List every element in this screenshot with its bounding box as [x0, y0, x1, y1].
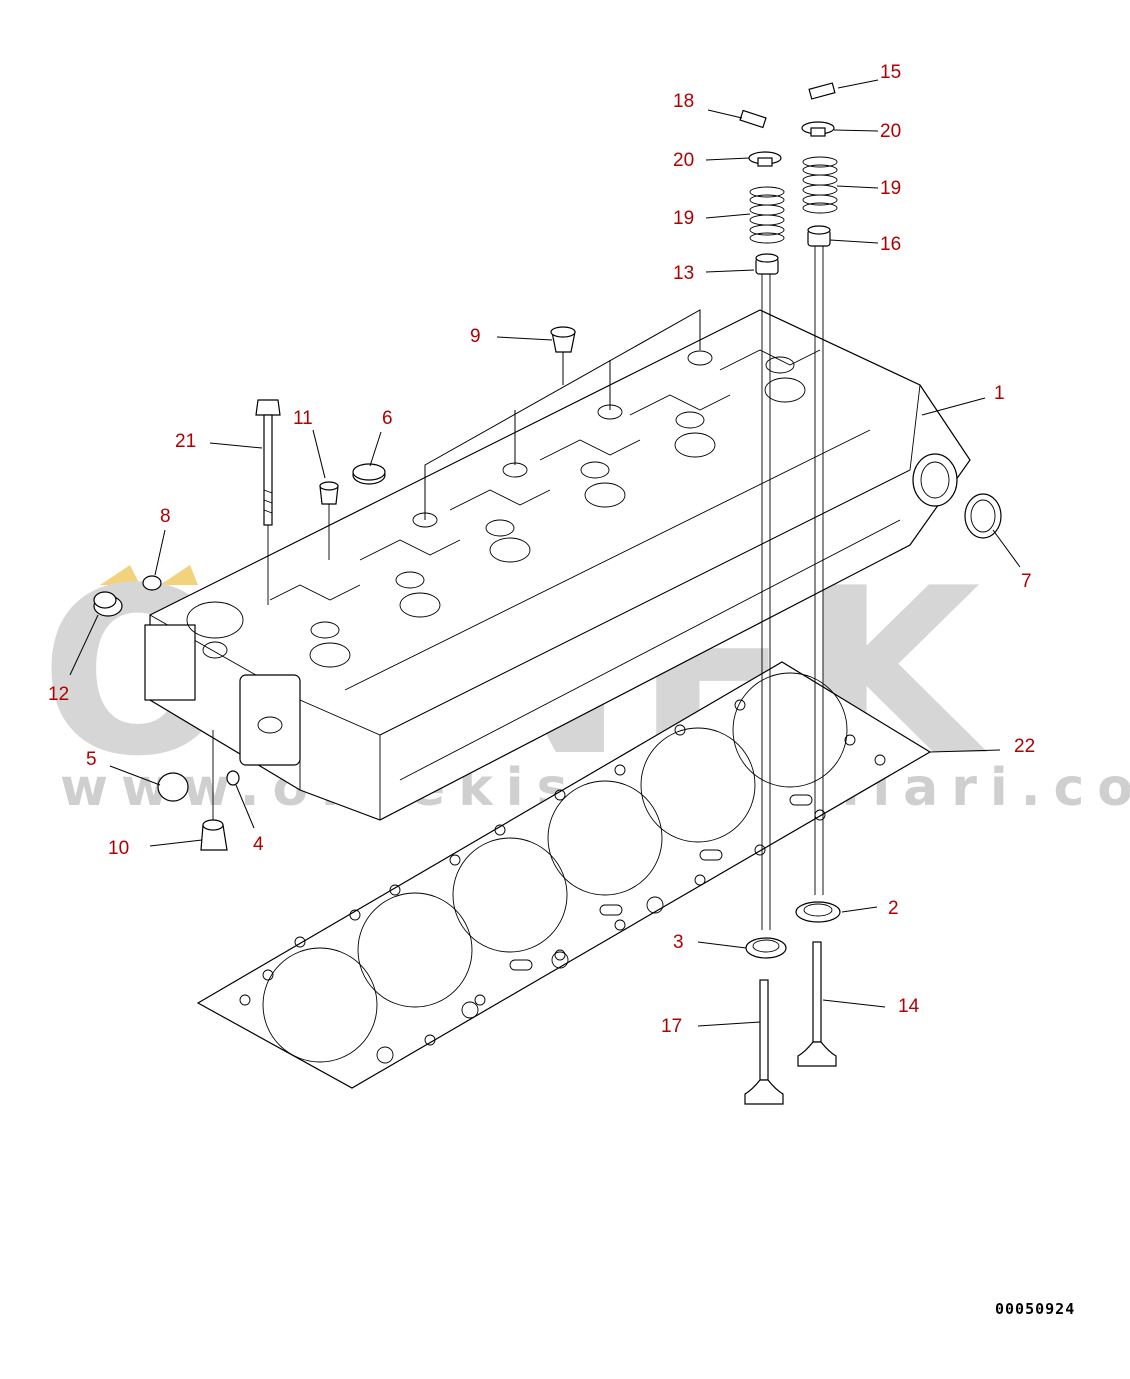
callout-8: 8 [160, 506, 171, 527]
callout-22: 22 [1014, 736, 1035, 757]
callout-16: 16 [880, 234, 901, 255]
callout-15: 15 [880, 62, 901, 83]
callout-5: 5 [86, 749, 97, 770]
callout-2: 2 [888, 898, 899, 919]
callout-labels: 1 2 3 4 5 6 7 8 9 10 11 12 13 14 15 16 1… [48, 62, 1035, 1037]
valve-stack-left [739, 109, 785, 930]
callout-19-right: 19 [880, 178, 901, 199]
callout-6: 6 [382, 408, 393, 429]
valve-stack-right [801, 82, 838, 895]
callout-13: 13 [673, 263, 694, 284]
callout-20-right: 20 [880, 121, 901, 142]
callout-1: 1 [994, 383, 1005, 404]
callout-11: 11 [293, 408, 313, 429]
valve-train-parts [93, 82, 1002, 1105]
leader-lines [69, 79, 1021, 1027]
callout-17: 17 [661, 1016, 682, 1037]
callout-19-left: 19 [673, 208, 694, 229]
callout-12: 12 [48, 684, 69, 705]
callout-3: 3 [673, 932, 684, 953]
callout-20-left: 20 [673, 150, 694, 171]
drawing-reference-number: 00050924 [995, 1300, 1075, 1318]
callout-9: 9 [470, 326, 481, 347]
callout-21: 21 [175, 431, 196, 452]
watermark-accent-left [100, 565, 140, 585]
callout-10: 10 [108, 838, 129, 859]
callout-14: 14 [898, 996, 920, 1017]
watermark-accent-right [160, 565, 198, 585]
callout-18: 18 [673, 91, 694, 112]
valve-17 [744, 979, 784, 1105]
callout-4: 4 [253, 834, 264, 855]
valve-14 [797, 941, 837, 1067]
callout-7: 7 [1021, 571, 1032, 592]
cylinder-head [144, 309, 971, 821]
bolt-21 [255, 399, 281, 605]
